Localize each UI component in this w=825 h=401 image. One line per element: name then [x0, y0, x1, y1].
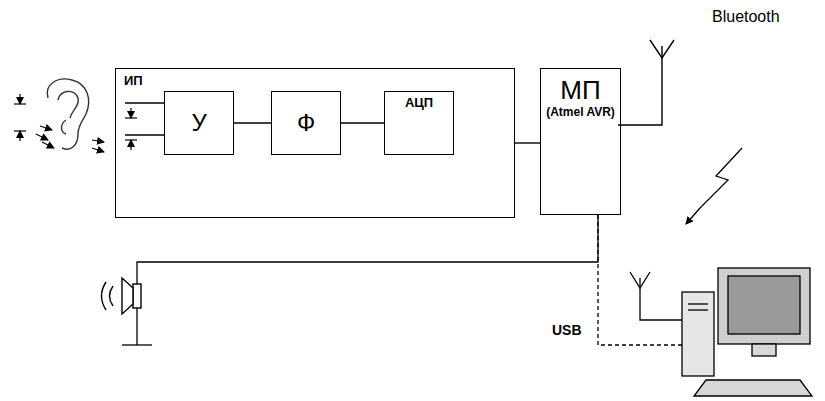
usb-link — [598, 215, 682, 345]
computer-antenna — [630, 272, 682, 320]
ear-drawing — [47, 79, 88, 149]
block-box: У — [164, 91, 234, 155]
signal-connector — [341, 122, 384, 123]
signal-connector — [234, 122, 271, 123]
block-sublabel: (Atmel AVR) — [546, 105, 615, 119]
sound-arrows — [36, 126, 104, 152]
computer-drawing — [682, 268, 812, 396]
wireless-bolt — [686, 148, 742, 224]
block-label: АЦП — [405, 95, 433, 110]
speaker-wire — [122, 215, 598, 345]
input-wires — [125, 103, 165, 135]
block-label: МП — [560, 75, 600, 105]
block-box: Ф — [271, 91, 341, 155]
signal-symbol — [14, 94, 137, 150]
interface-label: USB — [552, 322, 582, 338]
speaker-symbol — [102, 278, 142, 314]
block-label: Ф — [297, 109, 315, 137]
module-box: ИП У Ф АЦП — [115, 68, 515, 218]
processor-box: МП(Atmel AVR) — [540, 68, 621, 215]
wireless-label: Bluetooth — [712, 8, 780, 26]
signal-connector — [515, 142, 540, 143]
block-box: АЦП — [384, 91, 454, 155]
block-label: У — [191, 109, 206, 137]
block-label: ИП — [124, 73, 143, 88]
bluetooth-antenna — [618, 40, 674, 125]
